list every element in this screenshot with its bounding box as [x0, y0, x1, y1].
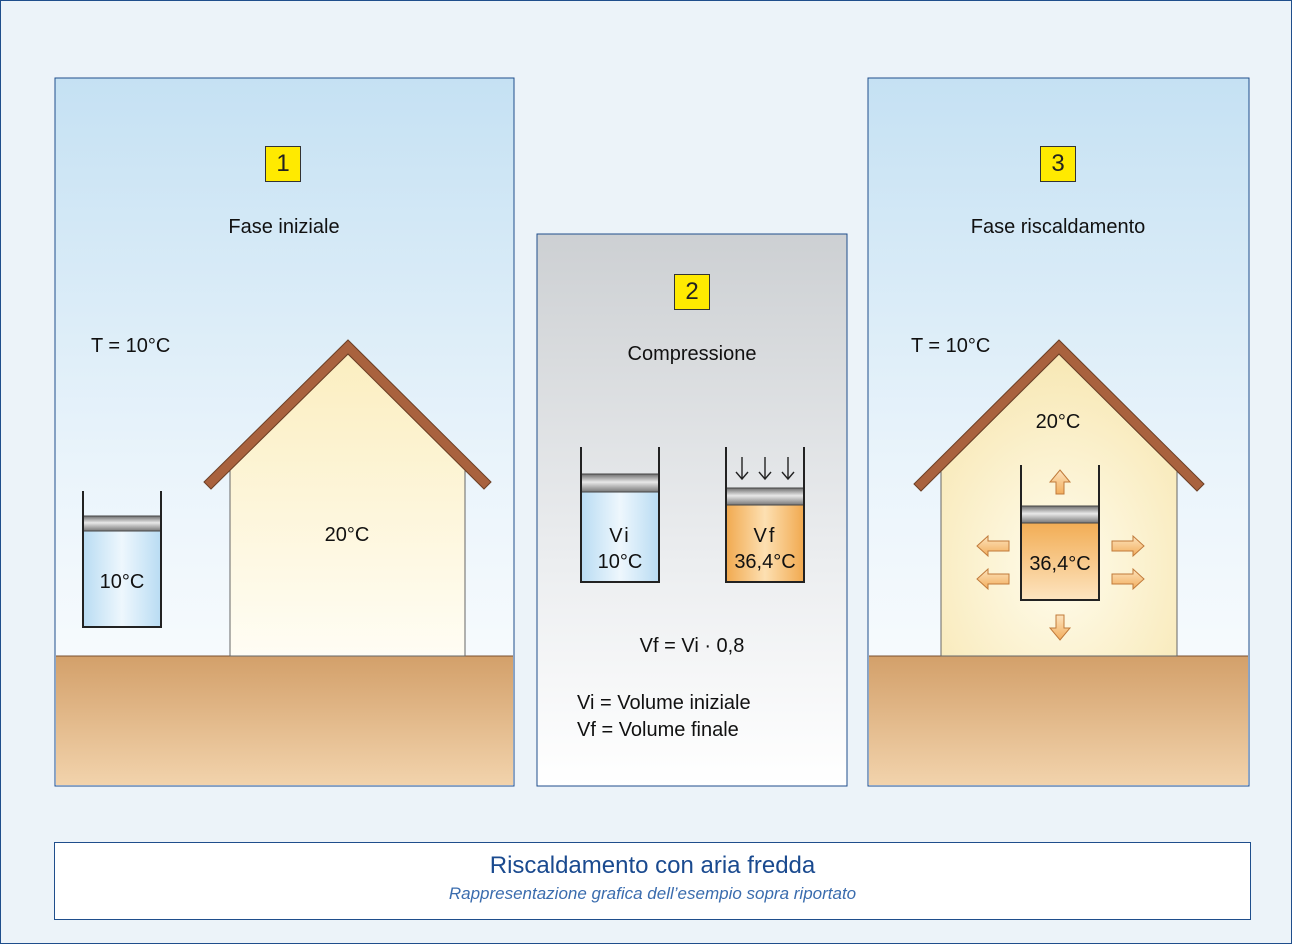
cylinder-temp-1: 10°C — [99, 571, 145, 593]
roof-3 — [913, 339, 1205, 492]
piston-vi — [580, 473, 660, 493]
caption-box: Riscaldamento con aria fredda Rappresent… — [54, 842, 1251, 920]
house-temp-3: 20°C — [1035, 411, 1081, 433]
outside-temp-1: T = 10°C — [91, 335, 171, 357]
outside-temp-3: T = 10°C — [911, 335, 991, 357]
panel-3-scene — [867, 77, 1250, 787]
cylinder-vf-label: Vf — [753, 525, 777, 547]
compression-arrows-icon — [735, 457, 795, 481]
legend-vf: Vf = Volume finale — [577, 719, 739, 741]
step-badge-2: 2 — [674, 274, 710, 310]
ground-3 — [869, 656, 1248, 785]
compression-formula: Vf = Vi · 0,8 — [639, 635, 745, 657]
piston-1 — [82, 515, 162, 532]
cylinder-temp-3: 36,4°C — [1029, 553, 1091, 575]
cylinder-vf — [725, 447, 805, 583]
house-temp-1: 20°C — [324, 524, 370, 546]
panel-1-title: Fase iniziale — [228, 216, 340, 238]
panel-3-title: Fase riscaldamento — [970, 216, 1146, 238]
step-badge-1: 1 — [265, 146, 301, 182]
caption-subtitle: Rappresentazione grafica dell’esempio so… — [448, 884, 857, 903]
cylinder-vi-temp: 10°C — [597, 551, 643, 573]
panel-2-scene — [536, 233, 848, 787]
piston-vf — [725, 487, 805, 506]
house-1 — [203, 339, 492, 657]
caption-title: Riscaldamento con aria fredda — [489, 852, 816, 879]
panel-2-title: Compressione — [627, 343, 757, 365]
step-badge-3: 3 — [1040, 146, 1076, 182]
heat-arrows-icon — [976, 469, 1145, 641]
piston-3 — [1020, 505, 1100, 524]
cylinder-1 — [82, 491, 162, 628]
cylinder-vi — [580, 447, 660, 583]
cylinder-vi-label: Vi — [609, 525, 631, 547]
panel-1-scene — [54, 77, 515, 787]
cylinder-3 — [1020, 465, 1100, 601]
ground-1 — [56, 656, 513, 785]
roof-1 — [203, 339, 492, 490]
cylinder-vf-temp: 36,4°C — [734, 551, 796, 573]
legend-vi: Vi = Volume iniziale — [577, 692, 751, 714]
